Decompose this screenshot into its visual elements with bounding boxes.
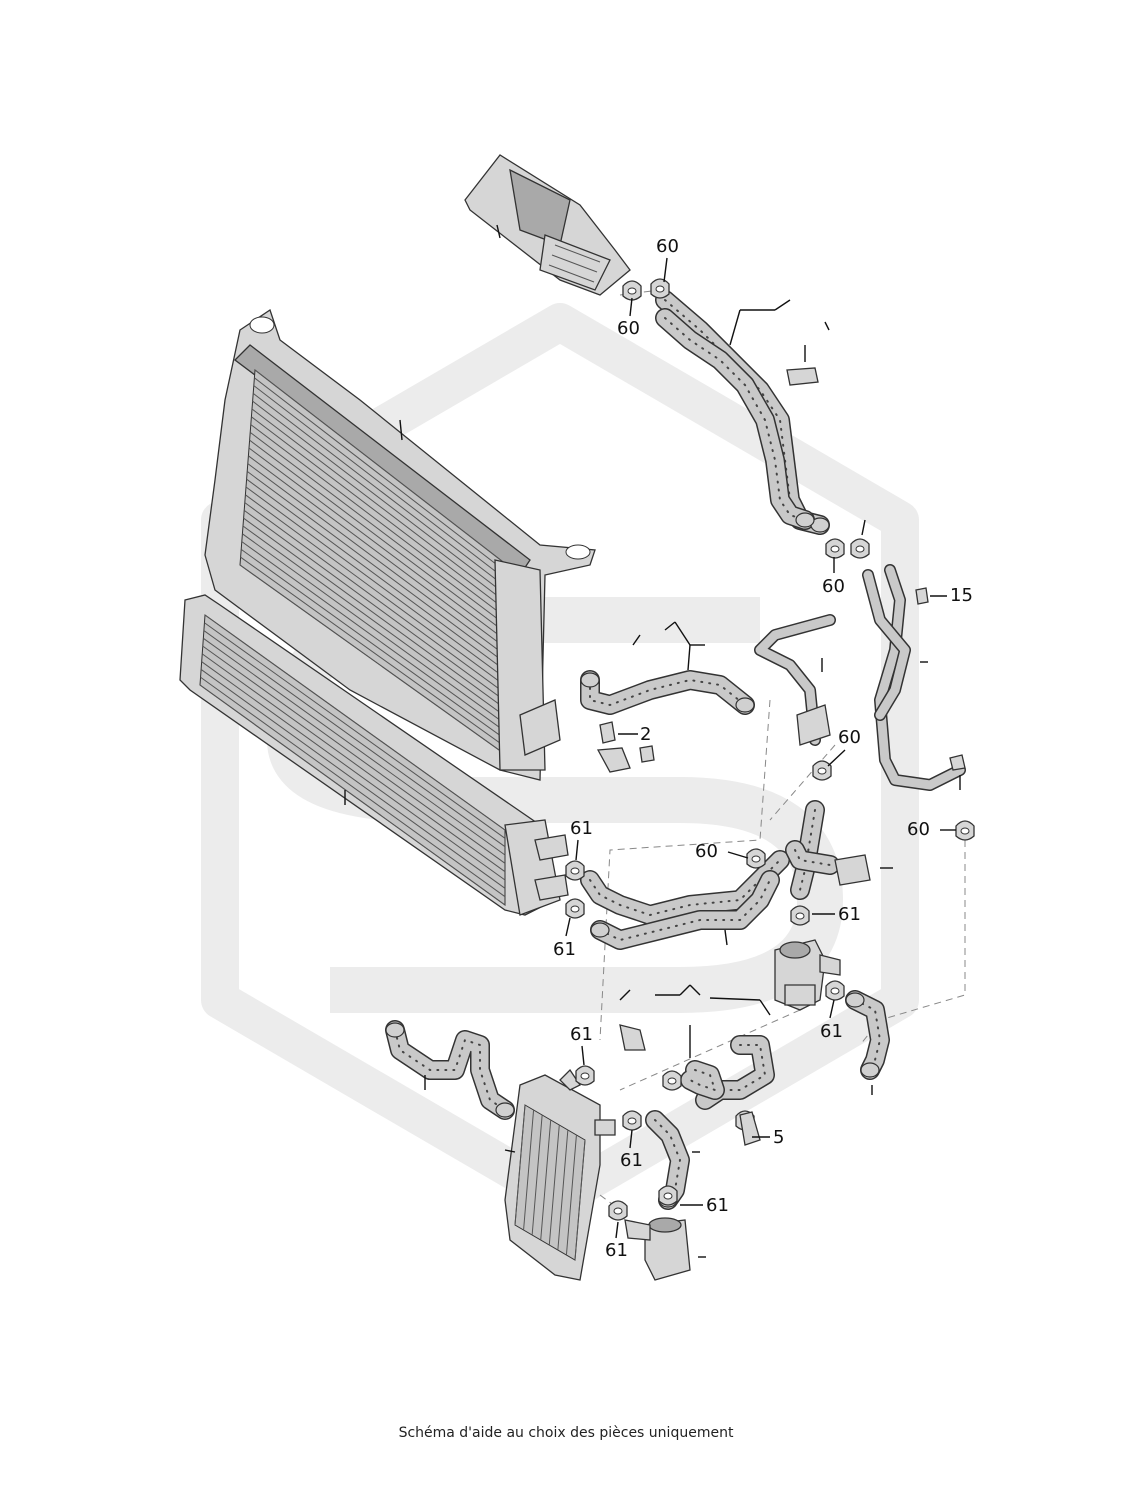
callout-label: 2 [640,724,651,745]
callout-label: 60 [656,236,679,257]
callout-61: 61 [570,818,593,861]
callout-60: 60 [827,727,861,767]
callout-61: 61 [680,1195,729,1216]
coolant-pump-upper [774,939,841,1011]
coolant-hoses [385,290,890,1210]
callout-label: 60 [695,841,718,862]
hard-pipes [754,564,966,791]
callout-60: 60 [907,819,956,840]
main-radiator [204,308,596,781]
callout-label: 61 [838,904,861,925]
callout-2: 2 [618,724,651,745]
small-fittings [596,367,966,1146]
aux-cooler [179,594,569,916]
top-control-unit [464,154,631,296]
footer-caption: Schéma d'aide au choix des pièces unique… [398,1425,734,1441]
callout-60: 60 [617,297,640,339]
callout-label: 15 [950,585,973,606]
callout-60: 60 [695,841,749,862]
callout-label: 61 [570,1024,593,1045]
hose-clamps [565,278,975,1221]
callout-60: 60 [656,236,679,283]
callout-61: 61 [605,1221,628,1261]
callout-label: 60 [838,727,861,748]
callout-15: 15 [930,585,973,606]
callout-61: 61 [812,904,861,925]
callout-label: 60 [617,318,640,339]
callout-label: 61 [706,1195,729,1216]
small-radiator [504,1068,616,1281]
part-callouts: 60 60 60 15 2 60 61 60 60 61 61 61 61 5 61 61 61 [553,236,973,1261]
callout-60: 60 [822,557,845,597]
callout-label: 61 [605,1240,628,1261]
callout-label: 5 [773,1127,784,1148]
callout-61: 61 [570,1024,593,1066]
callout-61: 61 [620,1129,643,1171]
callout-5: 5 [752,1127,784,1148]
callout-label: 61 [553,939,576,960]
callout-label: 61 [570,818,593,839]
callout-label: 60 [907,819,930,840]
callout-61: 61 [820,999,843,1042]
callout-label: 60 [822,576,845,597]
callout-label: 61 [820,1021,843,1042]
callout-label: 61 [620,1150,643,1171]
coolant-pump-lower [624,1217,691,1281]
reference-leaders [344,224,961,1258]
callout-61: 61 [553,917,576,960]
